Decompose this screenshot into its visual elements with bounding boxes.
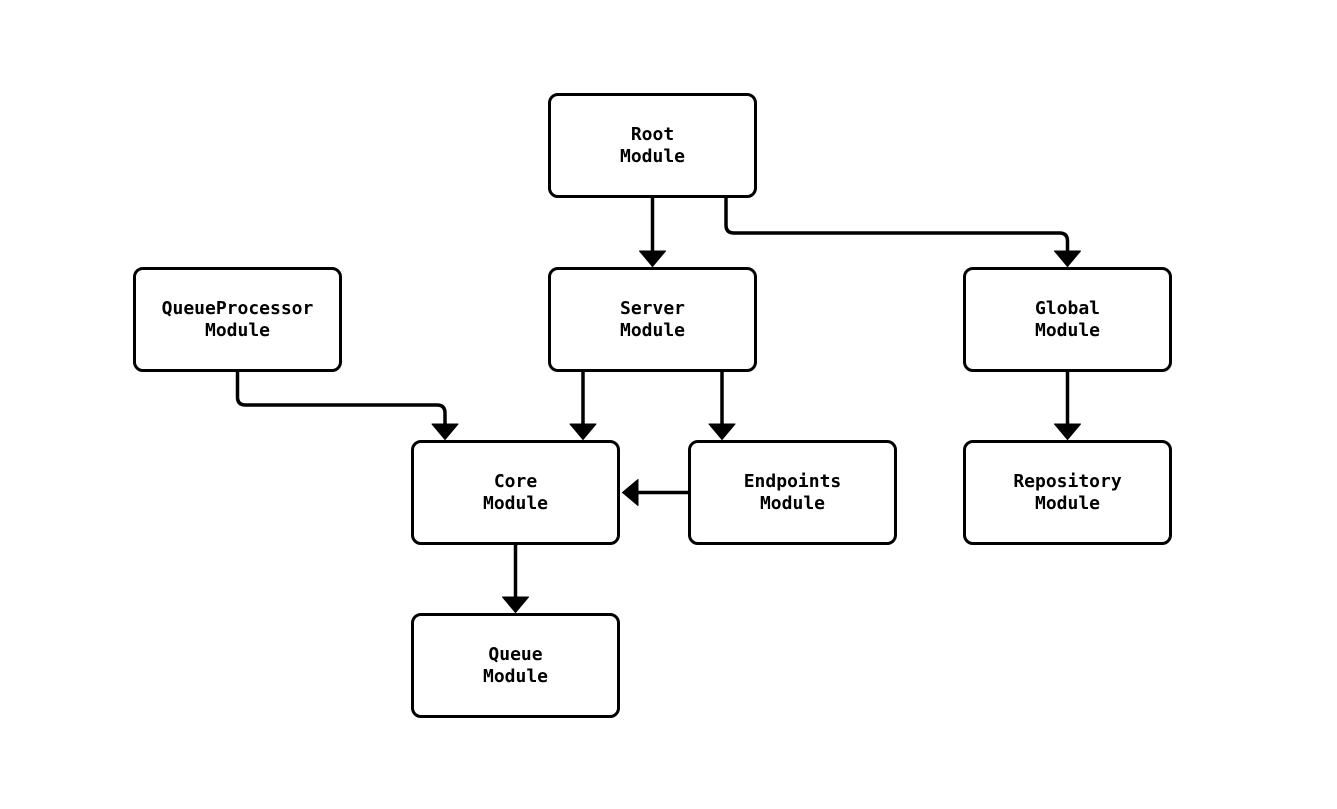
arrowhead-queueprocessor-to-core: [431, 423, 459, 440]
node-label-line2: Module: [759, 492, 825, 514]
node-label-line1: Queue: [488, 643, 543, 665]
node-root-module: Root Module: [548, 93, 757, 198]
node-label-line1: Endpoints: [743, 470, 842, 492]
node-label: Endpoints Module: [744, 471, 842, 515]
node-core-module: Core Module: [411, 440, 620, 545]
node-label: Core Module: [483, 471, 548, 515]
node-label: Server Module: [620, 298, 685, 342]
edge-root-to-global: [724, 196, 1070, 252]
arrowhead-server-to-endpoints: [708, 423, 736, 440]
node-label-line2: Module: [204, 319, 271, 341]
node-label: Global Module: [1035, 298, 1100, 342]
node-global-module: Global Module: [963, 267, 1172, 372]
node-label-line1: Global: [1034, 297, 1101, 319]
arrowhead-global-to-repository: [1054, 423, 1081, 440]
node-label-line2: Module: [1034, 492, 1101, 514]
edge-queueprocessor-to-core: [235, 370, 447, 425]
node-label-line2: Module: [1034, 319, 1101, 341]
node-label-line1: Root: [630, 123, 675, 145]
node-label-line2: Module: [619, 319, 686, 341]
node-endpoints-module: Endpoints Module: [688, 440, 897, 545]
node-label: QueueProcessor Module: [162, 298, 314, 342]
arrowhead-endpoints-to-core: [622, 479, 639, 506]
arrowhead-server-to-core: [569, 423, 597, 440]
node-label-line1: Repository: [1013, 470, 1122, 492]
node-label: Queue Module: [483, 644, 548, 688]
arrowhead-root-to-global: [1054, 250, 1081, 267]
node-label-line1: QueueProcessor: [161, 297, 314, 319]
node-label: Root Module: [620, 124, 685, 168]
node-label-line1: Core: [493, 470, 538, 492]
node-label-line2: Module: [482, 492, 549, 514]
node-queueprocessor-module: QueueProcessor Module: [133, 267, 342, 372]
node-queue-module: Queue Module: [411, 613, 620, 718]
arrowhead-root-to-server: [639, 250, 666, 267]
arrowhead-core-to-queue: [502, 596, 529, 613]
node-label-line2: Module: [482, 665, 549, 687]
node-repository-module: Repository Module: [963, 440, 1172, 545]
node-label: Repository Module: [1013, 471, 1121, 515]
node-server-module: Server Module: [548, 267, 757, 372]
node-label-line1: Server: [619, 297, 686, 319]
node-label-line2: Module: [619, 145, 686, 167]
